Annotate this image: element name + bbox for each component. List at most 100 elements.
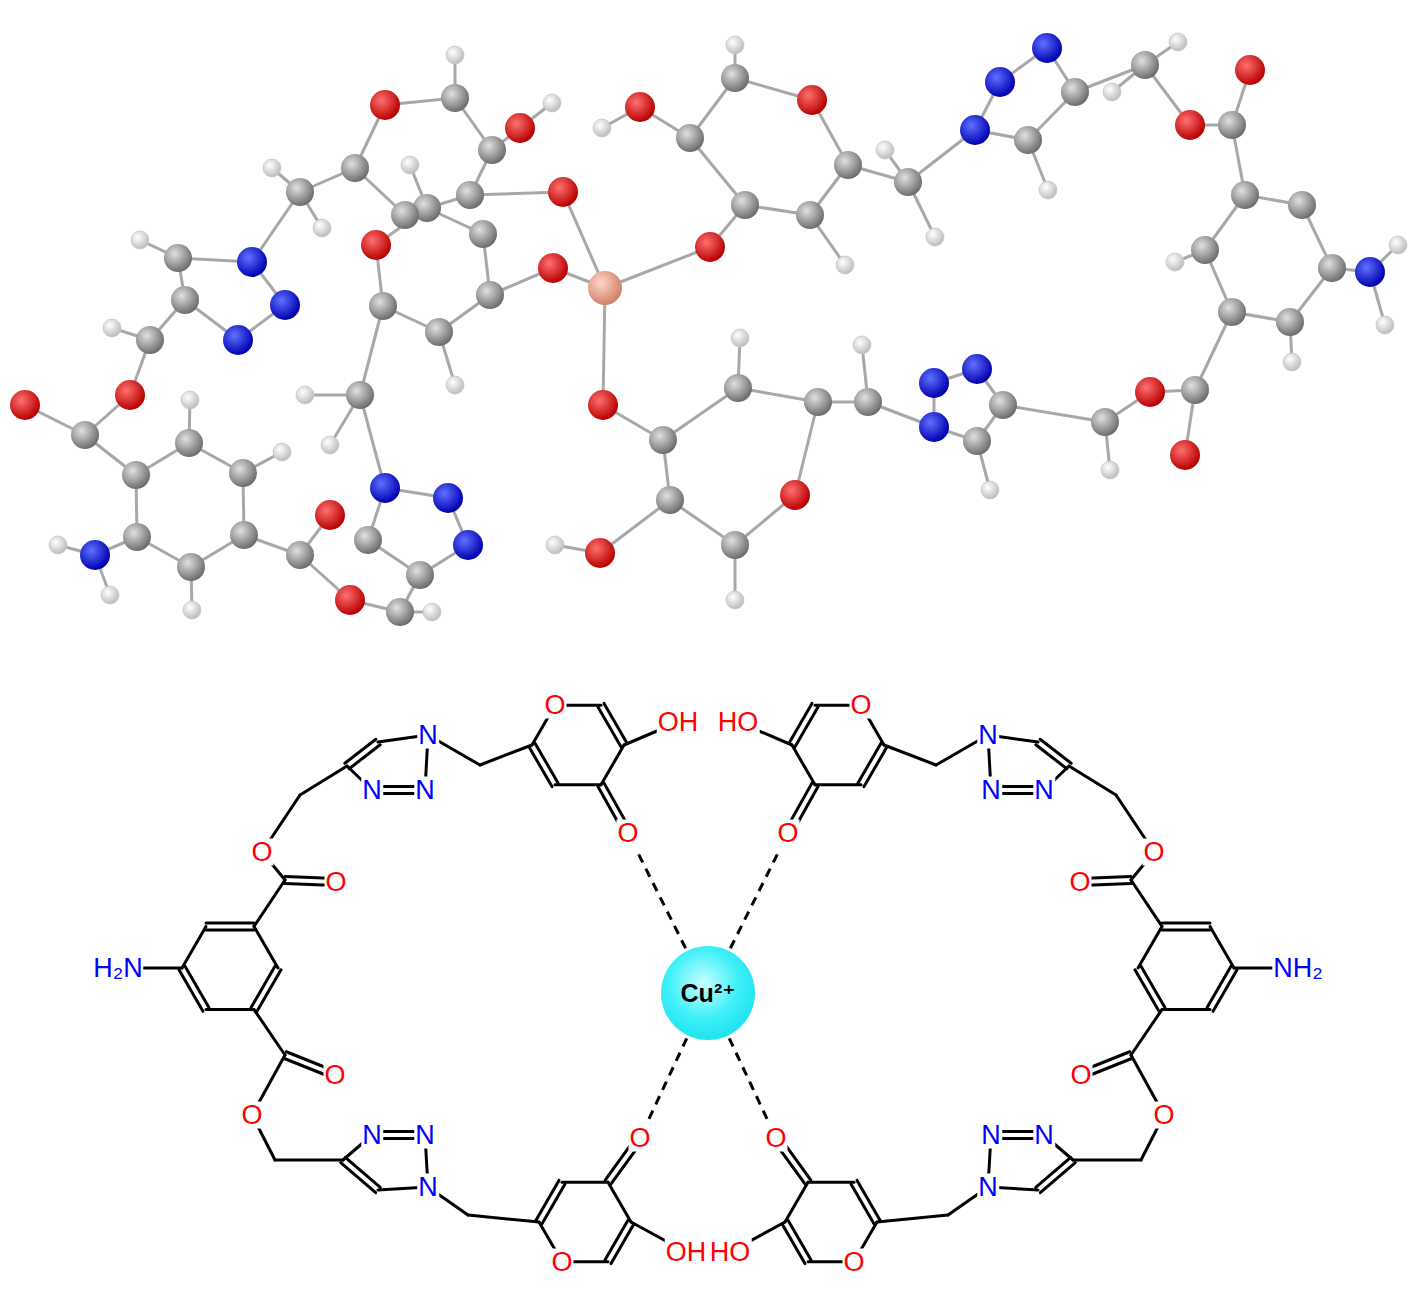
atom-sphere <box>115 380 145 410</box>
atom-label: O <box>543 692 566 719</box>
chem-bond <box>480 745 532 765</box>
atom-sphere <box>1283 353 1301 371</box>
atom-sphere <box>1191 236 1219 264</box>
atom-label: O <box>628 1125 651 1152</box>
chem-bond <box>275 1159 343 1162</box>
atom-sphere <box>1032 33 1062 63</box>
atom-sphere <box>676 124 704 152</box>
atom-sphere <box>962 354 992 384</box>
atom-sphere <box>131 231 149 249</box>
atom-sphere <box>546 536 564 554</box>
chem-bond <box>1207 966 1231 1008</box>
atom-sphere <box>543 94 561 112</box>
atom-sphere <box>80 540 110 570</box>
atom-sphere <box>1288 191 1316 219</box>
atom-sphere <box>505 113 535 143</box>
atom-label: O <box>1069 1062 1092 1089</box>
atom-sphere <box>796 201 824 229</box>
atom-sphere <box>1218 111 1246 139</box>
atom-sphere <box>296 386 314 404</box>
atom-label: OH <box>665 1239 708 1266</box>
chem-bond <box>206 1008 254 1011</box>
atom-sphere <box>1166 253 1184 271</box>
atom-label: N <box>977 722 999 749</box>
atom-sphere <box>1235 55 1265 85</box>
chem-bond <box>468 1215 539 1222</box>
atom-label: N <box>980 1122 1002 1149</box>
atom-sphere <box>335 585 365 615</box>
atom-sphere <box>797 85 827 115</box>
atom-sphere <box>724 374 752 402</box>
metal-ion-node: Cu²⁺ <box>661 946 755 1040</box>
atom-sphere <box>1101 461 1119 479</box>
atom-sphere <box>981 481 999 499</box>
coordination-bond <box>729 1038 768 1121</box>
ball-and-stick-model <box>10 33 1407 626</box>
chem-bond <box>562 1181 608 1184</box>
atom-sphere <box>446 46 464 64</box>
chem-bond <box>604 703 627 743</box>
atom-sphere <box>478 136 506 164</box>
atom-sphere <box>321 436 339 454</box>
coordination-bond <box>648 1038 687 1121</box>
atom-label: O <box>323 1062 346 1089</box>
chem-bond <box>611 1224 634 1264</box>
atom-sphere <box>346 381 374 409</box>
chem-bond <box>341 1163 376 1193</box>
atom-sphere <box>10 390 40 420</box>
atom-sphere <box>1103 83 1121 101</box>
chem-bond <box>1036 1157 1071 1187</box>
chem-bond <box>254 1010 285 1055</box>
atom-label: N <box>417 722 439 749</box>
atom-sphere <box>1170 440 1200 470</box>
atom-sphere <box>1014 126 1042 154</box>
atom-sphere <box>1318 254 1346 282</box>
chem-bond <box>851 1184 874 1224</box>
atom-sphere <box>370 473 400 503</box>
atom-sphere <box>175 429 203 457</box>
chem-bond <box>808 1181 854 1184</box>
atom-sphere <box>286 541 314 569</box>
chem-bond <box>785 1182 808 1222</box>
atom-sphere <box>263 159 281 177</box>
atom-sphere <box>989 391 1017 419</box>
atom-label: OH <box>657 709 700 736</box>
atom-sphere <box>171 286 199 314</box>
atom-sphere <box>919 412 949 442</box>
atom-sphere <box>588 271 622 305</box>
atom-sphere <box>183 601 201 619</box>
atom-sphere <box>721 531 749 559</box>
chem-bond <box>884 745 936 765</box>
atom-sphere <box>1091 408 1119 436</box>
atom-sphere <box>853 336 871 354</box>
bond-stick <box>603 288 605 405</box>
atom-sphere <box>721 64 749 92</box>
atom-label: N <box>1033 1122 1055 1149</box>
chem-bond <box>1162 928 1210 931</box>
chem-bond <box>257 970 281 1012</box>
atom-sphere <box>1355 257 1385 287</box>
atom-sphere <box>453 530 483 560</box>
chem-bond <box>1141 966 1165 1008</box>
atom-sphere <box>122 461 150 489</box>
atom-sphere <box>1175 110 1205 140</box>
atom-sphere <box>731 329 749 347</box>
atom-sphere <box>985 67 1015 97</box>
chem-bond <box>529 747 552 787</box>
atom-sphere <box>101 586 119 604</box>
atom-sphere <box>164 244 192 272</box>
atom-sphere <box>649 426 677 454</box>
atom-sphere <box>585 538 615 568</box>
atom-sphere <box>230 521 258 549</box>
atom-sphere <box>836 256 854 274</box>
atom-sphere <box>441 84 469 112</box>
atom-sphere <box>446 376 464 394</box>
atom-sphere <box>1135 377 1165 407</box>
atom-sphere <box>1169 33 1187 51</box>
atom-label: O <box>776 820 799 847</box>
atom-sphere <box>963 427 991 455</box>
chem-bond <box>1162 1008 1210 1011</box>
chem-bond <box>1162 921 1210 924</box>
